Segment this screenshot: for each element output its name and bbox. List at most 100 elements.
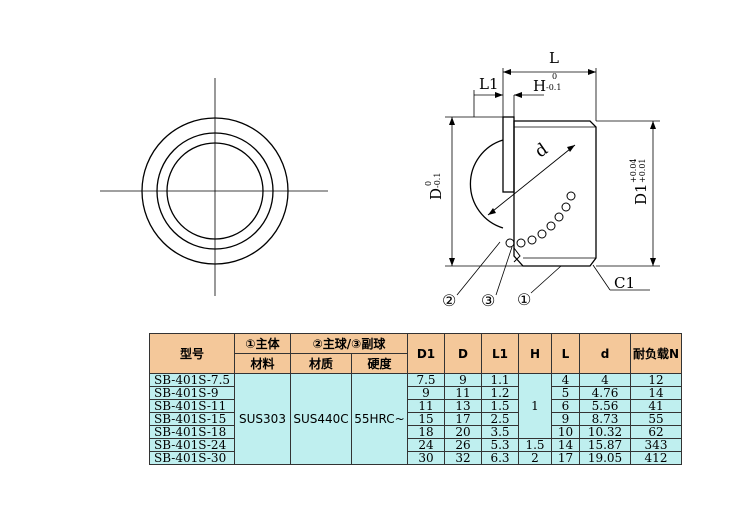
cell-L1: 1.1 <box>481 373 519 387</box>
cell-L1: 3.5 <box>481 425 519 439</box>
cell-d: 10.32 <box>579 425 631 439</box>
cell-L: 10 <box>551 425 580 439</box>
d-leader-line <box>487 144 576 216</box>
table-row: SB-401S-15 15 17 2.5 9 8.73 55 <box>149 412 682 426</box>
body-outline <box>513 120 597 267</box>
table-row: SB-401S-24 24 26 5.3 1.5 14 15.87 343 <box>149 438 682 452</box>
header-L1: L1 <box>481 333 519 374</box>
cell-load: 41 <box>630 399 682 413</box>
cell-H-group: 1 <box>518 373 552 439</box>
technical-drawing: L L1 H 0 -0.1 D 0 -0.1 D1 +0.04 +0.01 d … <box>100 49 660 310</box>
cell-D1: 15 <box>407 412 445 426</box>
cell-d: 5.56 <box>579 399 631 413</box>
cell-model: SB-401S-11 <box>149 399 235 413</box>
sub-ball <box>505 238 515 248</box>
header-d: d <box>579 333 631 374</box>
table-header-row-1: 型号 ①主体 ②主球/③副球 D1 D L1 H L d 耐负载N <box>149 333 682 374</box>
callout-3: ③ <box>481 291 495 310</box>
cell-L1: 6.3 <box>481 451 519 465</box>
cell-load: 343 <box>630 438 682 452</box>
cell-L1: 5.3 <box>481 438 519 452</box>
cell-L: 9 <box>551 412 580 426</box>
header-ball-hardness: 硬度 <box>351 353 408 374</box>
dim-D1-tol-lower: +0.01 <box>638 158 647 183</box>
sub-ball <box>516 238 526 248</box>
arrowheads <box>449 69 656 266</box>
header-body-group: ①主体 <box>234 333 291 354</box>
dimension-lines <box>445 68 660 296</box>
cell-load: 55 <box>630 412 682 426</box>
cell-D1: 7.5 <box>407 373 445 387</box>
dim-D-label: D <box>427 188 445 200</box>
dim-H-label: H <box>533 77 546 95</box>
sub-ball <box>561 202 571 212</box>
cell-d: 4 <box>579 373 631 387</box>
cell-model: SB-401S-15 <box>149 412 235 426</box>
cell-D1: 11 <box>407 399 445 413</box>
cell-model: SB-401S-24 <box>149 438 235 452</box>
cell-D1: 30 <box>407 451 445 465</box>
callout-1: ① <box>517 290 531 309</box>
retaining-lip <box>513 247 521 263</box>
table-row: SB-401S-7.5 SUS303 SUS440C 55HRC~ 7.5 9 … <box>149 373 682 465</box>
sub-ball <box>566 191 576 201</box>
callout-2: ② <box>442 291 456 310</box>
cell-load: 412 <box>630 451 682 465</box>
cell-model: SB-401S-9 <box>149 386 235 400</box>
dim-L-label: L <box>549 49 559 67</box>
header-body-material: 材料 <box>234 353 291 374</box>
table-row: SB-401S-30 30 32 6.3 2 17 19.05 412 <box>149 451 682 465</box>
spec-table: 型号 ①主体 ②主球/③副球 D1 D L1 H L d 耐负载N 材料 材质 … <box>149 333 682 465</box>
dim-L1-label: L1 <box>479 75 499 93</box>
cell-L: 14 <box>551 438 580 452</box>
header-ball-group: ②主球/③副球 <box>290 333 408 354</box>
cell-D: 9 <box>444 373 482 387</box>
header-H: H <box>518 333 552 374</box>
dim-D1-label: D1 <box>632 183 650 205</box>
cell-L1: 1.5 <box>481 399 519 413</box>
sub-balls <box>505 191 576 248</box>
sub-ball <box>546 221 556 231</box>
dim-D-tol-upper: 0 <box>424 181 433 186</box>
cell-L: 5 <box>551 386 580 400</box>
dim-H-tol-lower: -0.1 <box>546 83 561 92</box>
cell-L: 4 <box>551 373 580 387</box>
dim-D-tol-lower: -0.1 <box>433 173 442 188</box>
header-D1: D1 <box>407 333 445 374</box>
sub-ball <box>537 229 547 239</box>
cell-D: 20 <box>444 425 482 439</box>
cell-model: SB-401S-18 <box>149 425 235 439</box>
header-ball-material: 材质 <box>290 353 352 374</box>
cell-L1: 2.5 <box>481 412 519 426</box>
table-header-row-2: 材料 材质 硬度 <box>150 353 682 374</box>
table-row: SB-401S-18 18 20 3.5 10 10.32 62 <box>149 425 682 439</box>
cell-model: SB-401S-7.5 <box>149 373 235 387</box>
cell-H: 1.5 <box>518 438 552 452</box>
dim-d-label: d <box>531 139 551 162</box>
cell-model: SB-401S-30 <box>149 451 235 465</box>
cell-d: 19.05 <box>579 451 631 465</box>
flange <box>502 116 515 193</box>
cell-D: 17 <box>444 412 482 426</box>
sub-ball <box>527 235 537 245</box>
cell-D: 32 <box>444 451 482 465</box>
cell-load: 14 <box>630 386 682 400</box>
cell-load: 62 <box>630 425 682 439</box>
cell-D1: 24 <box>407 438 445 452</box>
cell-D: 13 <box>444 399 482 413</box>
cell-L1: 1.2 <box>481 386 519 400</box>
dim-D1-tol-upper: +0.04 <box>629 158 638 183</box>
cell-d: 15.87 <box>579 438 631 452</box>
cell-ball-material: SUS440C <box>290 373 352 465</box>
front-view <box>100 78 328 296</box>
table-row: SB-401S-9 9 11 1.2 5 4.76 14 <box>149 386 682 400</box>
side-view <box>469 116 597 267</box>
cell-ball-hardness: 55HRC~ <box>351 373 408 465</box>
cell-load: 12 <box>630 373 682 387</box>
sub-ball <box>554 212 564 222</box>
dim-C1-label: C1 <box>614 274 635 292</box>
cell-D: 26 <box>444 438 482 452</box>
cell-body-material: SUS303 <box>234 373 291 465</box>
cell-L: 6 <box>551 399 580 413</box>
dim-H-tol-upper: 0 <box>552 72 557 81</box>
